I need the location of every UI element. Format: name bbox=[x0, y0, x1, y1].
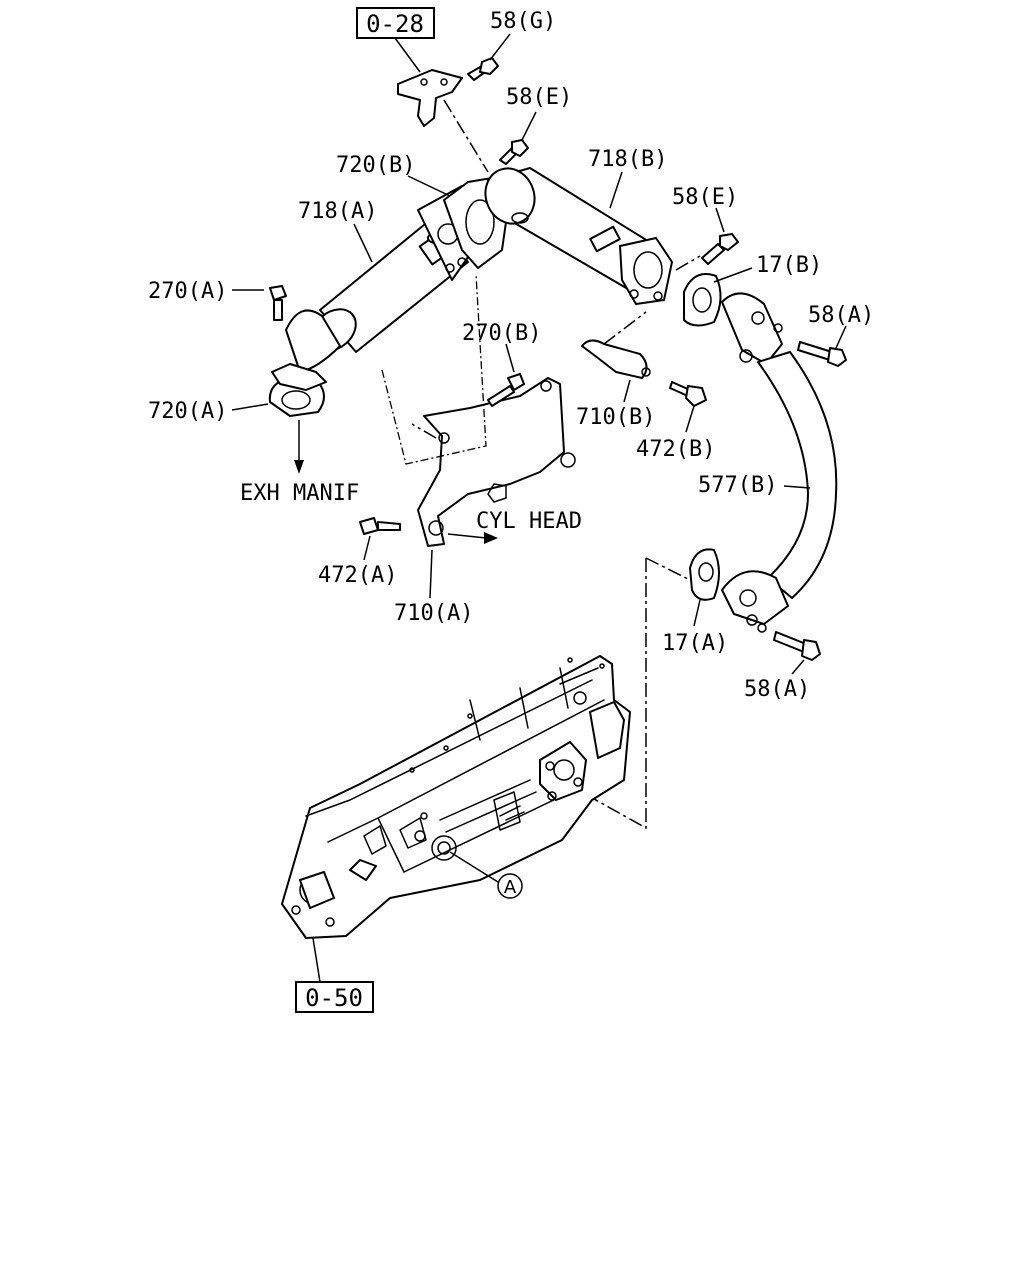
label-720a: 720(A) bbox=[148, 399, 227, 424]
label-718a: 718(A) bbox=[298, 199, 377, 224]
callout-a[interactable]: A bbox=[497, 873, 523, 899]
egr-cooler-718b-part bbox=[484, 167, 673, 305]
cylinder-block-assembly-part bbox=[281, 655, 631, 939]
label-270b: 270(B) bbox=[462, 321, 541, 346]
cyl-head-arrow bbox=[447, 532, 498, 544]
label-58g: 58(G) bbox=[490, 9, 556, 34]
bracket-710a-part bbox=[417, 377, 576, 547]
label-710b: 710(B) bbox=[576, 405, 655, 430]
bolt-270a-part bbox=[269, 285, 287, 321]
label-58a-bottom: 58(A) bbox=[744, 677, 810, 702]
ref-box-0-50[interactable]: 0-50 bbox=[295, 981, 374, 1013]
bolt-472a-part bbox=[359, 517, 401, 535]
bolt-270b-part bbox=[487, 373, 525, 407]
label-720b: 720(B) bbox=[336, 153, 415, 178]
label-718b: 718(B) bbox=[588, 147, 667, 172]
bracket-710b-part bbox=[581, 339, 651, 379]
gasket-17a-part bbox=[689, 548, 720, 601]
callout-a-label: A bbox=[504, 877, 517, 898]
label-472b: 472(B) bbox=[636, 437, 715, 462]
top-bracket-part bbox=[397, 69, 463, 127]
gasket-720a-part bbox=[268, 363, 327, 417]
gasket-17b-part bbox=[683, 273, 722, 327]
egr-cooler-718a-part bbox=[285, 185, 481, 373]
bolt-58e-top-part bbox=[499, 139, 529, 165]
ref-box-0-28[interactable]: 0-28 bbox=[356, 7, 435, 39]
ref-label-bottom: 0-50 bbox=[305, 984, 363, 1012]
label-710a: 710(A) bbox=[394, 601, 473, 626]
bolt-58a-top-part bbox=[773, 323, 847, 367]
bolt-58e-right-part bbox=[701, 233, 739, 265]
bolt-58g-part bbox=[467, 57, 499, 81]
label-17a: 17(A) bbox=[662, 631, 728, 656]
label-577b: 577(B) bbox=[698, 473, 777, 498]
label-17b: 17(B) bbox=[756, 253, 822, 278]
label-exh-manif: EXH MANIF bbox=[240, 481, 359, 506]
ref-label-top: 0-28 bbox=[366, 10, 424, 38]
exh-manif-arrow bbox=[294, 420, 304, 474]
bolt-58a-bottom-part bbox=[757, 623, 821, 661]
label-cyl-head: CYL HEAD bbox=[476, 509, 582, 534]
label-270a: 270(A) bbox=[148, 279, 227, 304]
label-58a-top: 58(A) bbox=[808, 303, 874, 328]
bolt-472b-part bbox=[669, 381, 707, 407]
label-472a: 472(A) bbox=[318, 563, 397, 588]
egr-pipe-577b-part bbox=[721, 292, 838, 626]
label-58e-top: 58(E) bbox=[506, 85, 572, 110]
label-58e-right: 58(E) bbox=[672, 185, 738, 210]
